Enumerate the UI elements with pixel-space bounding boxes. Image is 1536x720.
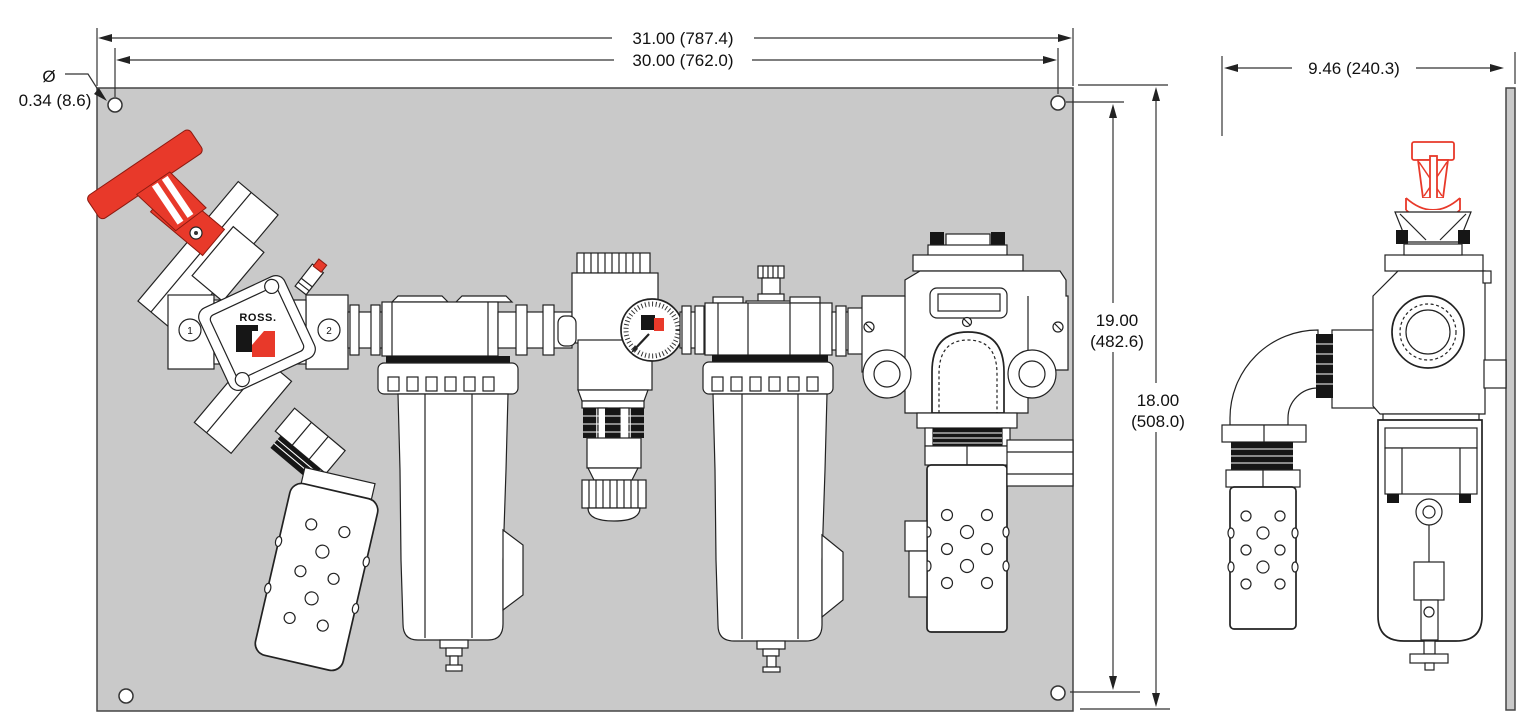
valve-dome <box>931 331 1005 414</box>
dim-height-holes-in: 19.00 <box>1096 311 1139 330</box>
dim-hole-dia: 0.34 (8.6) <box>19 91 92 110</box>
mounting-hole-bottom-right <box>1050 685 1066 701</box>
shutoff-handle-icon <box>87 129 207 232</box>
side-clamp <box>1394 211 1472 256</box>
port-1-label: 1 <box>187 326 193 337</box>
panel-edge-strip <box>1505 87 1516 711</box>
side-silencer <box>1229 486 1297 630</box>
dim-width-holes: 30.00 (762.0) <box>632 51 733 70</box>
dim-height-holes-mm: (482.6) <box>1090 332 1144 351</box>
dim-height-panel-mm: (508.0) <box>1131 412 1185 431</box>
filter-bowl <box>397 393 509 641</box>
dim-hole-dia-symbol: Ø <box>42 67 55 86</box>
gauge-logo-black <box>641 315 655 330</box>
bleed-fitting <box>294 258 328 296</box>
side-filter <box>1377 413 1483 671</box>
filter <box>377 295 524 672</box>
pipe-1 <box>347 304 383 356</box>
side-valve-body <box>1372 254 1507 415</box>
double-valve <box>861 232 1074 633</box>
muffler <box>254 466 379 672</box>
mounting-hole-bottom-left <box>118 688 134 704</box>
side-elbow-silencer <box>1221 329 1377 630</box>
outlet-arm <box>1006 439 1074 487</box>
dimensions: 31.00 (787.4) 30.00 (762.0) Ø 0.34 (8.6)… <box>19 28 1516 710</box>
lubricator <box>702 265 844 673</box>
pipe-4 <box>831 305 865 357</box>
mounting-hole-top-left <box>107 97 123 113</box>
lubricator-bowl <box>712 393 828 642</box>
side-view <box>1221 87 1516 711</box>
pipe-3 <box>679 305 709 355</box>
pressure-gauge <box>620 298 684 362</box>
valve-silencer <box>926 464 1008 633</box>
ross-brand-label: ROSS. <box>239 312 276 324</box>
lockout-valve: ROSS. 1 2 <box>87 129 379 672</box>
mounting-hole-top-right <box>1050 95 1066 111</box>
side-handle-icon <box>1405 141 1461 223</box>
dim-height-panel-in: 18.00 <box>1137 391 1180 410</box>
dim-depth: 9.46 (240.3) <box>1308 59 1400 78</box>
regulator <box>557 252 684 522</box>
dim-width-outer: 31.00 (787.4) <box>632 29 733 48</box>
gauge-logo-red <box>654 318 664 331</box>
front-view: ROSS. 1 2 <box>87 87 1074 712</box>
port-2-label: 2 <box>326 326 332 337</box>
